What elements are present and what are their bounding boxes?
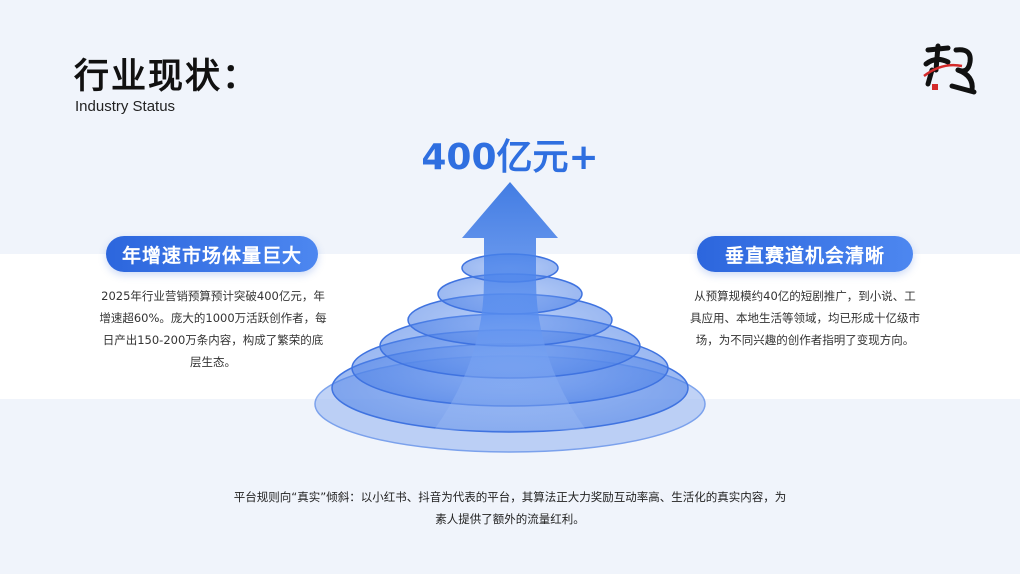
right-description: 从预算规模约40亿的短剧推广，到小说、工具应用、本地生活等领域，均已形成十亿级市… — [690, 289, 920, 347]
left-description: 2025年行业营销预算预计突破400亿元，年增速超60%。庞大的1000万活跃创… — [99, 289, 327, 369]
growth-arrow-pyramid — [314, 182, 706, 453]
page-title: 行业现状： — [74, 57, 260, 97]
right-heading-pill: 垂直赛道机会清晰 — [697, 236, 913, 272]
left-heading-pill: 年增速市场体量巨大 — [106, 236, 318, 272]
page-subtitle: Industry Status — [75, 98, 176, 115]
headline-value: 400亿元+ — [421, 137, 599, 178]
brand-logo-icon — [923, 43, 977, 95]
footer-note: 平台规则向“真实”倾斜：以小红书、抖音为代表的平台，其算法正大力奖励互动率高、生… — [233, 490, 787, 526]
